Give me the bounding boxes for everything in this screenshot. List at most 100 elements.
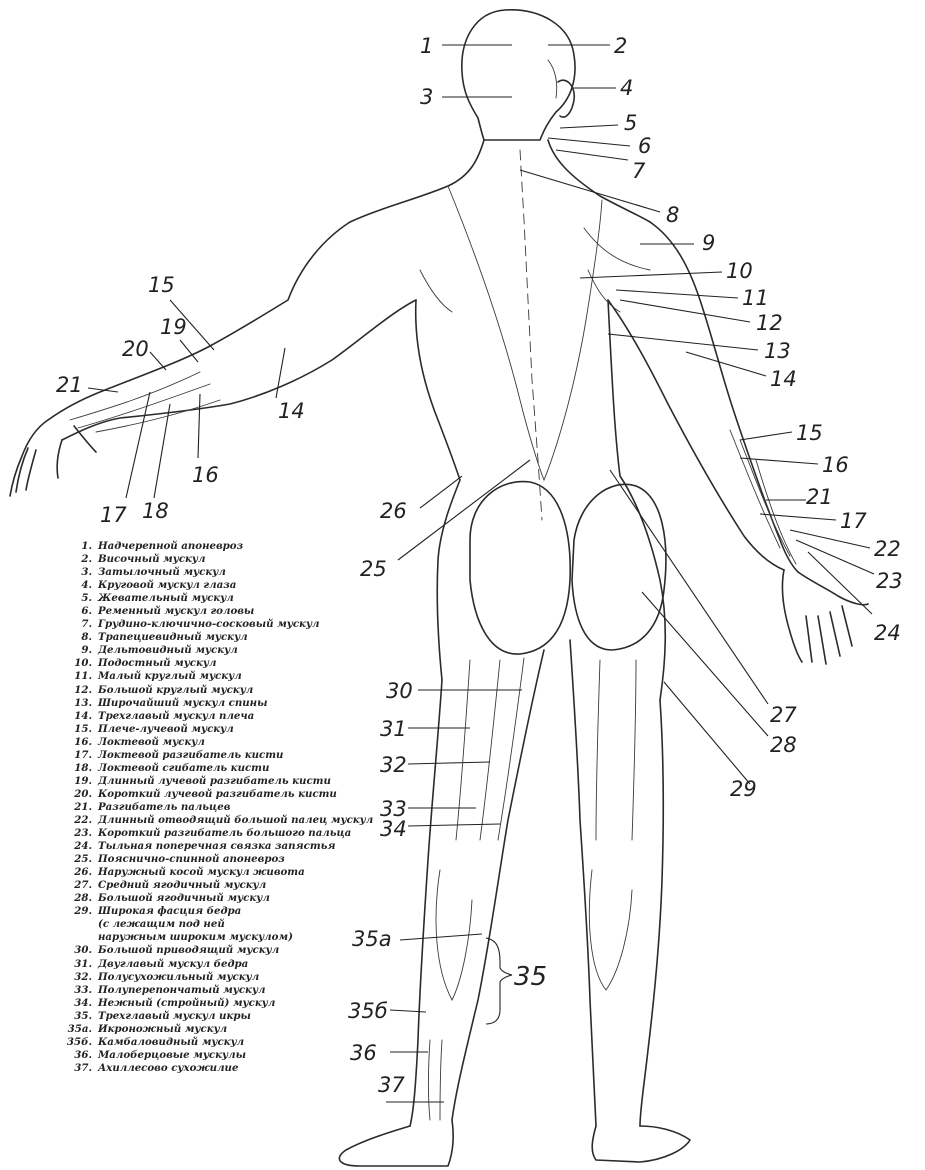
legend-item: 13.Широчайший мускул спины (62, 697, 402, 710)
bracket-35 (486, 938, 512, 1024)
legend-text: Надчерепной апоневроз (98, 540, 402, 553)
label-3: 3 (420, 85, 433, 109)
label-17-right: 17 (840, 509, 867, 533)
legend-text: Большой приводящий мускул (98, 944, 402, 957)
legend-text: Височный мускул (98, 553, 402, 566)
legend-number: 37. (62, 1062, 98, 1075)
legend-item: 16.Локтевой мускул (62, 736, 402, 749)
right-hand (782, 570, 868, 664)
legend-text: Нежный (стройный) мускул (98, 997, 402, 1010)
legend-number: 4. (62, 579, 98, 592)
label-19: 19 (160, 315, 187, 339)
legend-number: 16. (62, 736, 98, 749)
legend-number: 22. (62, 814, 98, 827)
legend-number: 7. (62, 618, 98, 631)
left-foot (339, 1120, 453, 1166)
legend-text: Локтевой разгибатель кисти (98, 749, 402, 762)
legend-item: 10.Подостный мускул (62, 657, 402, 670)
deltoid-right (584, 228, 650, 270)
label-20: 20 (122, 337, 149, 361)
legend-item: 34.Нежный (стройный) мускул (62, 997, 402, 1010)
legend-text: Затылочный мускул (98, 566, 402, 579)
legend-number: 8. (62, 631, 98, 644)
legend-item: 23.Короткий разгибатель большого пальца (62, 827, 402, 840)
legend-number: 28. (62, 892, 98, 905)
legend-text: Длинный лучевой разгибатель кисти (98, 775, 402, 788)
legend-number: 34. (62, 997, 98, 1010)
legend-text: Длинный отводящий большой палец мускул (98, 814, 402, 827)
legend-text: Короткий лучевой разгибатель кисти (98, 788, 402, 801)
achilles-left (429, 1040, 443, 1120)
legend-item: наружным широким мускулом) (62, 931, 402, 944)
legend-number: 33. (62, 984, 98, 997)
legend-item: 35.Трехглавый мускул икры (62, 1010, 402, 1023)
legend-item: 24.Тыльная поперечная связка запястья (62, 840, 402, 853)
label-7: 7 (632, 159, 646, 183)
legend-item: 26.Наружный косой мускул живота (62, 866, 402, 879)
label-24: 24 (874, 621, 901, 645)
label-16-right: 16 (822, 453, 849, 477)
label-13: 13 (764, 339, 791, 363)
head (462, 10, 575, 140)
label-27: 27 (770, 703, 797, 727)
legend-item: 36.Малоберцовые мускулы (62, 1049, 402, 1062)
label-23: 23 (876, 569, 903, 593)
legend-text: Тыльная поперечная связка запястья (98, 840, 402, 853)
label-4: 4 (620, 76, 633, 100)
legend-text: Трехглавый мускул плеча (98, 710, 402, 723)
legend-number: 17. (62, 749, 98, 762)
right-leg-inner (570, 640, 596, 1126)
legend-text: Короткий разгибатель большого пальца (98, 827, 402, 840)
legend-item: 4.Круговой мускул глаза (62, 579, 402, 592)
legend-number: 35a. (62, 1023, 98, 1036)
legend-item: 20.Короткий лучевой разгибатель кисти (62, 788, 402, 801)
legend-number: 5. (62, 592, 98, 605)
legend-text: Локтевой сгибатель кисти (98, 762, 402, 775)
right-leg-outer (640, 700, 663, 1126)
legend-text: Малоберцовые мускулы (98, 1049, 402, 1062)
left-arm-top (48, 222, 350, 420)
legend-number: 19. (62, 775, 98, 788)
label-14-left: 14 (278, 399, 305, 423)
legend-text: Круговой мускул глаза (98, 579, 402, 592)
legend-number: 15. (62, 723, 98, 736)
neck-left (350, 140, 484, 222)
trapezius-line (448, 186, 602, 480)
legend-item: 32.Полусухожильный мускул (62, 971, 402, 984)
label-10: 10 (726, 259, 753, 283)
legend-number: 11. (62, 670, 98, 683)
legend-item: 14.Трехглавый мускул плеча (62, 710, 402, 723)
label-1: 1 (420, 34, 433, 58)
legend-number: 13. (62, 697, 98, 710)
legend-number: 21. (62, 801, 98, 814)
legend-number: 23. (62, 827, 98, 840)
left-leg-outer (410, 680, 442, 1126)
legend-item: 7.Грудино-ключично-сосковый мускул (62, 618, 402, 631)
legend-number: 20. (62, 788, 98, 801)
legend-text: Камбаловидный мускул (98, 1036, 402, 1049)
legend-text: Широкая фасция бедра (98, 905, 402, 918)
legend-text: Пояснично-спинной апоневроз (98, 853, 402, 866)
legend-item: 33.Полуперепончатый мускул (62, 984, 402, 997)
legend-number: 25. (62, 853, 98, 866)
legend-item: 27.Средний ягодичный мускул (62, 879, 402, 892)
legend-item: 1.Надчерепной апоневроз (62, 540, 402, 553)
label-11: 11 (742, 286, 769, 310)
legend-number: 14. (62, 710, 98, 723)
legend-text: Большой круглый мускул (98, 684, 402, 697)
thigh-left-lines (456, 658, 524, 840)
legend-number: 27. (62, 879, 98, 892)
torso-left (416, 300, 460, 680)
legend-text: Широчайший мускул спины (98, 697, 402, 710)
legend-number: 9. (62, 644, 98, 657)
legend-text: Малый круглый мускул (98, 670, 402, 683)
scapula-left (420, 270, 452, 312)
muscle-legend: 1.Надчерепной апоневроз 2.Височный муску… (62, 540, 402, 1075)
label-8: 8 (666, 203, 679, 227)
legend-item: 25.Пояснично-спинной апоневроз (62, 853, 402, 866)
legend-text: Разгибатель пальцев (98, 801, 402, 814)
legend-text: Большой ягодичный мускул (98, 892, 402, 905)
label-16-left: 16 (192, 463, 219, 487)
ear (558, 80, 574, 117)
legend-item: 21.Разгибатель пальцев (62, 801, 402, 814)
